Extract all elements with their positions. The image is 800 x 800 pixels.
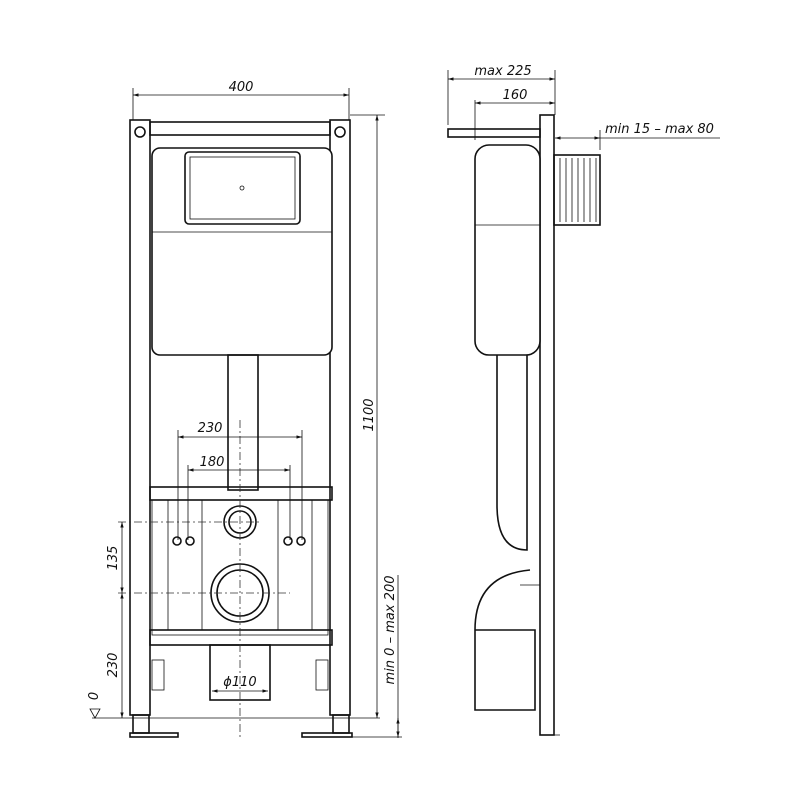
dim-floor-level: 0 xyxy=(87,692,102,700)
dim-height: 1100 xyxy=(362,398,377,431)
side-view xyxy=(447,114,601,736)
dim-leg-adjust: min 0 – max 200 xyxy=(383,576,398,685)
dim-mount-outer: 230 xyxy=(198,421,223,436)
dim-width: 400 xyxy=(229,80,254,95)
dim-max-depth: max 225 xyxy=(474,64,531,79)
dim-mount-inner: 180 xyxy=(200,455,225,470)
dim-inlet-offset: 135 xyxy=(106,546,121,571)
dim-depth: 160 xyxy=(503,88,528,103)
dimensions: 400 max 225 160 min 15 – max 80 1100 230… xyxy=(87,64,720,738)
dim-outlet-height: 230 xyxy=(106,653,121,678)
front-view xyxy=(118,119,353,740)
dim-wall-gap: min 15 – max 80 xyxy=(605,122,714,137)
dim-outlet-diameter: ϕ110 xyxy=(223,675,256,690)
